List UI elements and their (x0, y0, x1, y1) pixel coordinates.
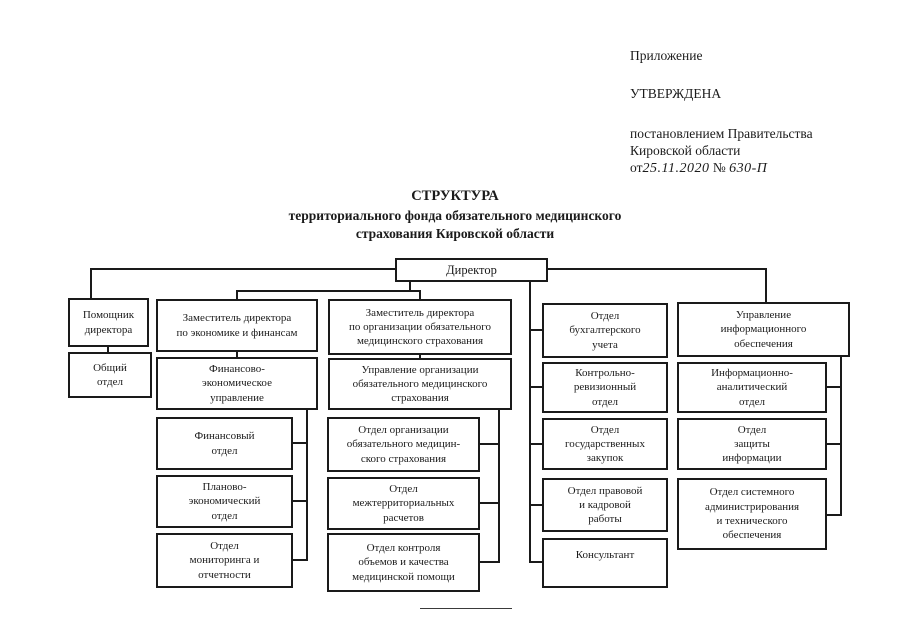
org-box-accounting: Отдел бухгалтерского учета (542, 303, 668, 358)
stub-col3-2 (480, 502, 498, 504)
org-box-assistant: Помощник директора (68, 298, 149, 347)
handwritten-number: 630-П (729, 160, 768, 176)
org-box-insurance-mgmt: Управление организации обязательного мед… (328, 358, 512, 410)
org-box-info-security: Отдел защиты информации (677, 418, 827, 470)
connector-director-left-h (90, 268, 395, 270)
stub-col5-3 (827, 514, 840, 516)
org-box-audit: Контрольно- ревизионный отдел (542, 362, 668, 413)
connector-deputies-rail (236, 290, 421, 292)
stub-col3-1 (480, 443, 498, 445)
handwritten-date: 25.11.2020 (642, 160, 710, 176)
org-box-monitoring-dept: Отдел мониторинга и отчетности (156, 533, 293, 588)
org-box-finance-dept: Финансовый отдел (156, 417, 293, 470)
stub-col5-1 (827, 386, 840, 388)
number-sign: № (712, 159, 726, 175)
org-box-info-analytics: Информационно- аналитический отдел (677, 362, 827, 413)
connector-assistant-v (107, 347, 109, 352)
org-box-director: Директор (395, 258, 548, 282)
footer-separator-line (420, 608, 512, 609)
org-box-interterritorial: Отдел межтерриториальных расчетов (327, 477, 480, 530)
connector-dep1-finupr-v (236, 352, 238, 357)
stub-col4-3 (529, 443, 542, 445)
connector-director-right-h (548, 268, 767, 270)
stub-col2-3 (293, 559, 306, 561)
org-box-sysadmin: Отдел системного администрирования и тех… (677, 478, 827, 550)
title-line3: страхования Кировской области (355, 225, 555, 241)
chart-title: СТРУКТУРА территориального фонда обязате… (225, 188, 685, 242)
date-prefix: от (630, 159, 643, 175)
title-line1: СТРУКТУРА (411, 188, 499, 204)
org-box-insurance-org: Отдел организации обязательного медицин-… (327, 417, 480, 472)
org-box-info-support-mgmt: Управление информационного обеспечения (677, 302, 850, 357)
connector-dep2-uprorg-v (419, 355, 421, 358)
org-box-quality-control: Отдел контроля объемов и качества медици… (327, 533, 480, 592)
annex-label: Приложение (630, 48, 703, 63)
org-box-general-dept: Общий отдел (68, 352, 152, 398)
stub-col2-1 (293, 442, 306, 444)
spine-col5 (840, 357, 842, 516)
org-box-fin-econ-mgmt: Финансово- экономическое управление (156, 357, 318, 410)
title-line2: территориального фонда обязательного мед… (288, 208, 622, 223)
spine-col2 (306, 410, 308, 561)
resolution-date-line: от25.11.2020 № 630-П (630, 160, 890, 178)
resolution-line2: Кировской области (630, 142, 741, 158)
org-box-planning-dept: Планово- экономический отдел (156, 475, 293, 528)
stub-col4-2 (529, 386, 542, 388)
org-box-consultant: Консультант (542, 538, 668, 588)
connector-director-left-v (90, 268, 92, 298)
stub-col4-1 (529, 329, 542, 331)
org-box-deputy-insurance: Заместитель директора по организации обя… (328, 299, 512, 355)
stub-col5-2 (827, 443, 840, 445)
connector-deputy1-v (236, 290, 238, 299)
org-box-legal-hr: Отдел правовой и кадровой работы (542, 478, 668, 532)
spine-col3 (498, 410, 500, 563)
stub-col3-3 (480, 561, 498, 563)
stub-col2-2 (293, 500, 306, 502)
org-box-deputy-finance: Заместитель директора по экономике и фин… (156, 299, 318, 352)
approved-label: УТВЕРЖДЕНА (630, 85, 722, 101)
connector-deputies-drop (409, 282, 411, 292)
stub-col4-5 (529, 561, 542, 563)
resolution-line1: постановлением Правительства (630, 125, 813, 141)
connector-director-right-v (765, 268, 767, 302)
org-box-procurement: Отдел государственных закупок (542, 418, 668, 470)
stub-col4-4 (529, 504, 542, 506)
connector-deputy2-v (419, 290, 421, 299)
spine-col4 (529, 282, 531, 563)
approval-block: Приложение УТВЕРЖДЕНА постановлением Пра… (630, 48, 890, 177)
